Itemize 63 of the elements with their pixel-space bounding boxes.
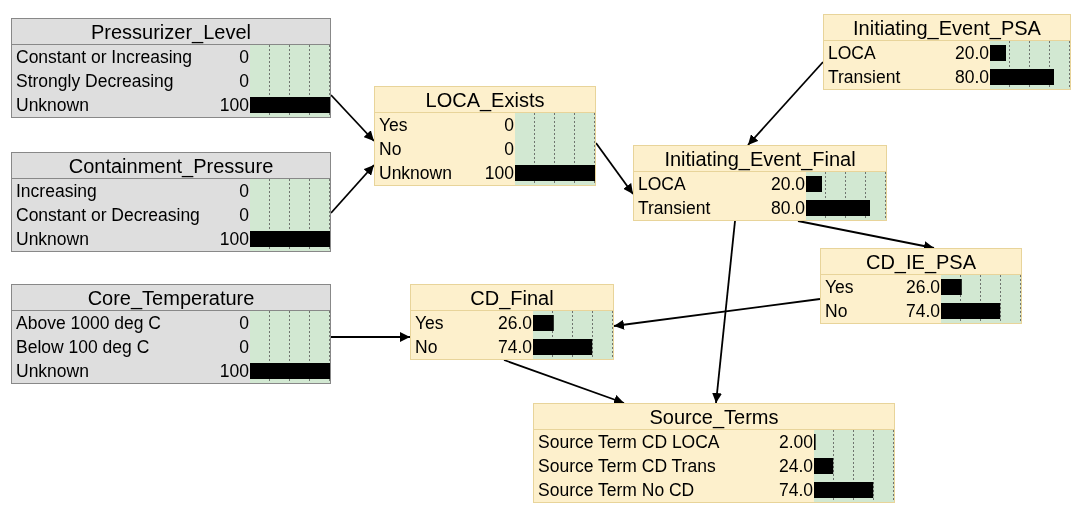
probability-value: 0 xyxy=(239,336,249,359)
probability-value: 24.0 xyxy=(778,455,813,478)
state-label: LOCA xyxy=(638,173,686,196)
state-label: Increasing xyxy=(16,180,97,203)
arrow xyxy=(595,142,634,195)
node-box xyxy=(11,152,331,252)
probability-value: 100 xyxy=(219,228,249,251)
state-label: Constant or Increasing xyxy=(16,46,193,69)
state-label: No xyxy=(825,300,848,323)
probability-value: 26.0 xyxy=(497,312,532,335)
state-label: Above 1000 deg C xyxy=(16,312,161,335)
arrow xyxy=(613,298,821,330)
probability-value: 2.00 xyxy=(778,431,813,454)
state-label: Yes xyxy=(379,114,408,137)
probability-value: 20.0 xyxy=(770,173,805,196)
probability-value: 20.0 xyxy=(954,42,989,65)
probability-value: 0 xyxy=(504,138,514,161)
state-label: Strongly Decreasing xyxy=(16,70,174,93)
state-label: Unknown xyxy=(16,94,89,117)
arrow xyxy=(330,332,411,342)
state-label: Yes xyxy=(825,276,854,299)
probability-value: 74.0 xyxy=(497,336,532,359)
probability-value: 0 xyxy=(239,312,249,335)
arrow xyxy=(330,164,375,214)
state-label: Source Term No CD xyxy=(538,479,695,502)
probability-value: 80.0 xyxy=(954,66,989,89)
probability-value: 0 xyxy=(239,180,249,203)
node-box xyxy=(820,248,1022,324)
state-label: No xyxy=(415,336,438,359)
probability-value: 0 xyxy=(239,70,249,93)
state-label: Source Term CD Trans xyxy=(538,455,716,478)
probability-value: 100 xyxy=(219,94,249,117)
node-box xyxy=(11,284,331,384)
state-label: LOCA xyxy=(828,42,876,65)
probability-value: 0 xyxy=(504,114,514,137)
state-label: Unknown xyxy=(16,228,89,251)
probability-value: 74.0 xyxy=(778,479,813,502)
state-label: Transient xyxy=(828,66,901,89)
probability-value: 100 xyxy=(484,162,514,185)
node-box xyxy=(533,403,895,503)
state-label: Unknown xyxy=(379,162,452,185)
node-box xyxy=(410,284,614,360)
state-label: Source Term CD LOCA xyxy=(538,431,720,454)
arrow xyxy=(503,359,625,405)
arrow xyxy=(712,220,736,404)
state-label: No xyxy=(379,138,402,161)
probability-value: 100 xyxy=(219,360,249,383)
arrow xyxy=(330,94,375,142)
arrow xyxy=(747,61,824,146)
probability-value: 80.0 xyxy=(770,197,805,220)
node-box xyxy=(823,14,1071,90)
probability-value: 26.0 xyxy=(905,276,940,299)
state-label: Yes xyxy=(415,312,444,335)
state-label: Below 100 deg C xyxy=(16,336,150,359)
state-label: Unknown xyxy=(16,360,89,383)
node-box xyxy=(633,145,887,221)
node-box xyxy=(11,18,331,118)
probability-value: 0 xyxy=(239,46,249,69)
state-label: Constant or Decreasing xyxy=(16,204,200,227)
state-label: Transient xyxy=(638,197,711,220)
probability-value: 74.0 xyxy=(905,300,940,323)
probability-value: 0 xyxy=(239,204,249,227)
node-box xyxy=(374,86,596,186)
